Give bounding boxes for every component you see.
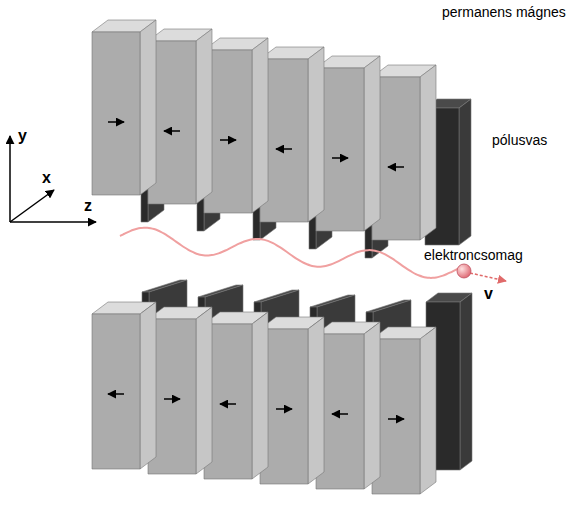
permanent-magnet <box>92 302 156 469</box>
permanent-magnet-front <box>92 32 140 195</box>
permanent-magnet-side <box>196 307 212 474</box>
magnetization-arrow <box>332 413 348 415</box>
y-axis <box>9 136 11 222</box>
permanent-magnet-side <box>196 29 212 204</box>
magnetization-arrow <box>108 393 124 395</box>
permanent-magnet-side <box>420 327 436 494</box>
magnetization-arrow <box>164 130 180 132</box>
permanent-magnet <box>92 20 156 195</box>
permanent-magnet-side <box>140 302 156 469</box>
permanent-magnet <box>260 317 324 484</box>
velocity-arrow <box>470 273 506 281</box>
permanent-magnet <box>316 56 380 231</box>
permanent-magnet <box>316 322 380 489</box>
permanent-magnet-side <box>308 317 324 484</box>
magnetization-arrow <box>388 418 404 420</box>
permanent-magnet-side <box>420 65 436 240</box>
permanent-magnet-side <box>364 56 380 231</box>
magnetization-arrow <box>276 408 292 410</box>
permanent-magnet-side <box>364 322 380 489</box>
permanent-magnet <box>372 65 436 240</box>
magnetization-arrow <box>108 121 124 123</box>
end-pole-piece-side <box>460 293 472 470</box>
permanent-magnet-side <box>140 20 156 195</box>
magnetization-arrow <box>276 148 292 150</box>
magnetization-arrow <box>220 403 236 405</box>
axis-label: y <box>18 126 27 145</box>
permanent-magnet <box>148 29 212 204</box>
axis-label: z <box>84 196 92 215</box>
end-pole-piece-side <box>459 99 471 245</box>
magnetization-arrow <box>220 139 236 141</box>
x-axis <box>10 190 54 222</box>
magnet-label: permanens mágnes <box>442 4 566 21</box>
permanent-magnet <box>148 307 212 474</box>
velocity-label: v <box>484 284 493 303</box>
axis-triad <box>10 136 96 222</box>
permanent-magnet-front <box>92 314 140 469</box>
magnetization-arrow <box>332 157 348 159</box>
permanent-magnet <box>204 38 268 213</box>
electron-bunch <box>457 264 471 278</box>
permanent-magnet-side <box>252 312 268 479</box>
permanent-magnet <box>372 327 436 494</box>
magnetization-arrow <box>164 398 180 400</box>
permanent-magnet-side <box>308 47 324 222</box>
magnetization-arrow <box>388 166 404 168</box>
permanent-magnet <box>204 312 268 479</box>
magnet-array <box>92 20 472 494</box>
bunch-label: elektroncsomag <box>424 247 523 264</box>
electron-trajectory <box>120 228 460 278</box>
axis-label: x <box>42 168 51 187</box>
permanent-magnet <box>260 47 324 222</box>
pole-label: pólusvas <box>492 132 547 149</box>
permanent-magnet-side <box>252 38 268 213</box>
z-axis <box>10 221 96 223</box>
